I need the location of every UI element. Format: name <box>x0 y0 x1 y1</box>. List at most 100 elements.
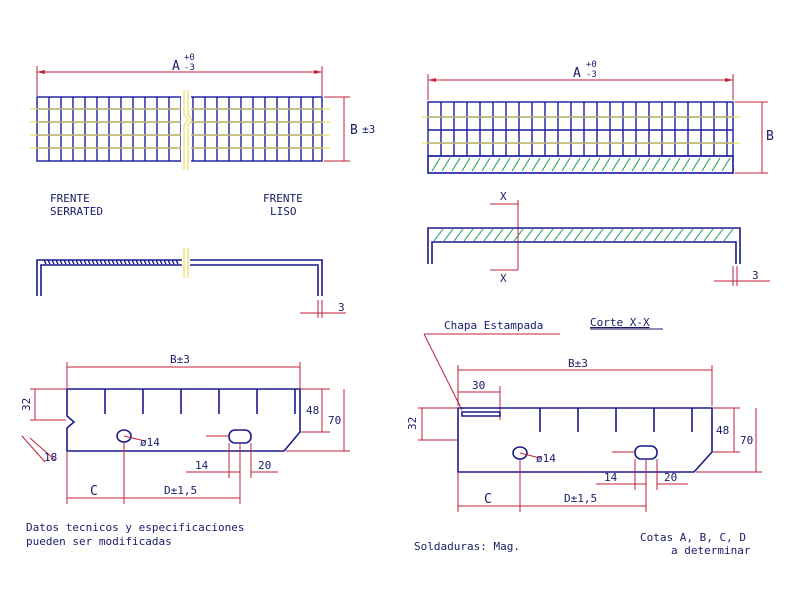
hatch-line <box>431 157 441 172</box>
right-b-label: B <box>766 129 774 144</box>
hatch-line <box>723 228 734 242</box>
left-d14: 14 <box>195 459 209 472</box>
right-a-tol-plus: +0 <box>586 60 597 70</box>
hatch-line <box>463 228 474 242</box>
left-a-tol-plus: +0 <box>184 53 195 63</box>
hatch-line <box>641 157 651 172</box>
right-grating-plan: A +0 -3 B <box>422 60 774 174</box>
serration <box>135 259 139 265</box>
hatch-line <box>663 228 674 242</box>
serration <box>95 259 99 265</box>
hatch-line <box>561 157 571 172</box>
hatch-line <box>543 228 554 242</box>
hatch-line <box>713 228 724 242</box>
frente-liso-1: FRENTE <box>263 192 303 205</box>
serration <box>155 259 159 265</box>
hatch-line <box>701 157 711 172</box>
serration <box>79 259 83 265</box>
hatch-line <box>693 228 704 242</box>
hatch-line <box>533 228 544 242</box>
serration <box>143 259 147 265</box>
hatch-line <box>443 228 454 242</box>
left-b-tol: ±3 <box>362 123 375 136</box>
serration <box>59 259 63 265</box>
hatch-line <box>571 157 581 172</box>
chapa-label: Chapa Estampada <box>444 319 543 332</box>
serration <box>163 259 167 265</box>
right-d-label: D±1,5 <box>564 492 597 505</box>
hatch-line <box>721 157 731 172</box>
hatch-line <box>593 228 604 242</box>
note-soldaduras: Soldaduras: Mag. <box>414 540 520 553</box>
serration <box>115 259 119 265</box>
hatch-line <box>451 157 461 172</box>
corte-label: Corte X-X <box>590 316 650 329</box>
serration <box>99 259 103 265</box>
right-d30: 30 <box>472 379 485 392</box>
hatch-line <box>643 228 654 242</box>
left-d18: 18 <box>44 451 57 464</box>
hatch-line <box>521 157 531 172</box>
left-h48: 48 <box>306 404 319 417</box>
hatch-line <box>471 157 481 172</box>
hatch-line <box>623 228 634 242</box>
note-cotas-1: Cotas A, B, C, D <box>640 531 746 544</box>
hatch-line <box>503 228 514 242</box>
right-bar-detail: Corte X-X Chapa Estampada B±3 30 32 48 7… <box>406 316 762 512</box>
right-x-top: X <box>500 190 507 203</box>
right-a-label: A <box>573 66 581 81</box>
hatch-line <box>573 228 584 242</box>
hatch-line <box>601 157 611 172</box>
hatch-line <box>473 228 484 242</box>
serration <box>83 259 87 265</box>
serration <box>103 259 107 265</box>
serration <box>119 259 123 265</box>
hatch-line <box>493 228 504 242</box>
hatch-line <box>523 228 534 242</box>
hatch-line <box>433 228 444 242</box>
serration <box>55 259 59 265</box>
serration <box>67 259 71 265</box>
left-a-tol-minus: -3 <box>184 63 195 73</box>
right-bottom-top-dim: B±3 <box>568 357 588 370</box>
serration <box>87 259 91 265</box>
hatch-line <box>621 157 631 172</box>
left-h70: 70 <box>328 414 341 427</box>
hatch-line <box>671 157 681 172</box>
frente-serrated-2: SERRATED <box>50 205 103 218</box>
left-b-label: B <box>350 123 358 138</box>
hatch-line <box>673 228 684 242</box>
hatch-line <box>481 157 491 172</box>
serration <box>111 259 115 265</box>
left-a-label: A <box>172 59 180 74</box>
left-side-view: 3 <box>36 248 346 318</box>
hatch-line <box>683 228 694 242</box>
serration <box>47 259 51 265</box>
hatch-line <box>603 228 614 242</box>
left-d20: 20 <box>258 459 271 472</box>
left-thick-label: 3 <box>338 301 345 314</box>
hatch-line <box>491 157 501 172</box>
left-bottom-top-dim: B±3 <box>170 353 190 366</box>
right-a-tol-minus: -3 <box>586 70 597 80</box>
hatch-line <box>501 157 511 172</box>
left-d-label: D±1,5 <box>164 484 197 497</box>
serration <box>63 259 67 265</box>
serration <box>151 259 155 265</box>
serration <box>123 259 127 265</box>
hatch-line <box>563 228 574 242</box>
hatch-line <box>661 157 671 172</box>
left-bar-detail: B±3 32 48 70 ø14 14 20 18 <box>20 353 350 504</box>
serration <box>167 259 171 265</box>
frente-serrated-1: FRENTE <box>50 192 90 205</box>
hatch-line <box>511 157 521 172</box>
hatch-line <box>453 228 464 242</box>
right-h48: 48 <box>716 424 729 437</box>
hatch-line <box>441 157 451 172</box>
hatch-line <box>531 157 541 172</box>
right-h70: 70 <box>740 434 753 447</box>
right-d20: 20 <box>664 471 677 484</box>
note-datos-1: Datos tecnicos y especificaciones <box>26 521 245 534</box>
hatch-line <box>583 228 594 242</box>
right-c-label: C <box>484 492 492 507</box>
